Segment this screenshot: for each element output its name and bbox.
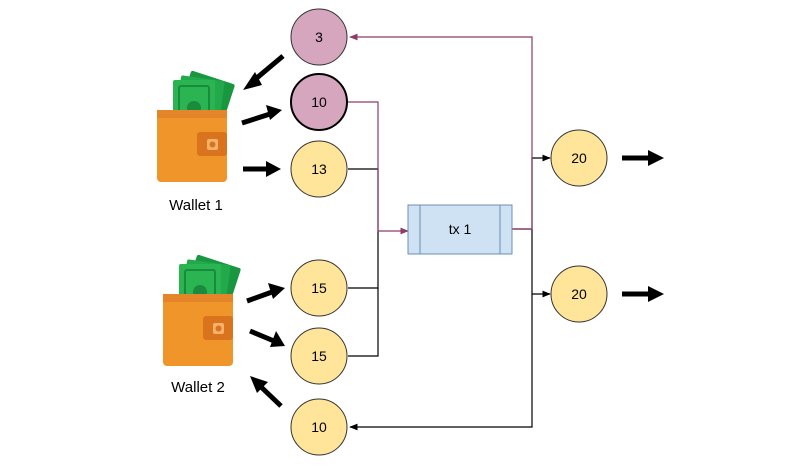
- arrow-icon: [249, 328, 285, 347]
- wallet-2-label: Wallet 2: [171, 379, 225, 396]
- output-connectors: [349, 33, 551, 431]
- arrow-icon: [243, 161, 281, 177]
- wallet-1-group[interactable]: Wallet 1: [156, 69, 237, 214]
- coin-node-10-change[interactable]: 10: [290, 398, 348, 456]
- input-connectors: [348, 101, 409, 357]
- coin-node-20b[interactable]: 20: [550, 265, 608, 323]
- transaction-box[interactable]: tx 1: [407, 204, 513, 255]
- wallet-icon: [162, 253, 243, 367]
- coin-value: 20: [571, 150, 587, 166]
- coin-value: 10: [311, 94, 327, 110]
- arrow-icon: [622, 286, 664, 302]
- coin-node-20a[interactable]: 20: [550, 129, 608, 187]
- arrow-icon: [241, 105, 282, 126]
- arrow-icon: [243, 54, 285, 90]
- coin-value: 13: [311, 161, 327, 177]
- coin-node-3[interactable]: 3: [290, 8, 348, 66]
- arrow-icon: [246, 283, 285, 304]
- coin-node-13[interactable]: 13: [290, 140, 348, 198]
- arrow-icon: [622, 150, 664, 166]
- transaction-label: tx 1: [449, 221, 472, 237]
- wallet-icon: [156, 69, 237, 183]
- coin-value: 20: [571, 286, 587, 302]
- wallet-2-group[interactable]: Wallet 2: [162, 253, 243, 396]
- coin-node-15b[interactable]: 15: [290, 327, 348, 385]
- coin-value: 10: [311, 419, 327, 435]
- coin-node-10-spent[interactable]: 10: [290, 73, 348, 131]
- wallet-arrows: [241, 54, 664, 408]
- arrow-icon: [250, 376, 283, 408]
- wallet-1-label: Wallet 1: [169, 197, 223, 214]
- coin-node-15a[interactable]: 15: [290, 259, 348, 317]
- coin-value: 15: [311, 280, 327, 296]
- coin-value: 15: [311, 348, 327, 364]
- coin-value: 3: [315, 29, 323, 45]
